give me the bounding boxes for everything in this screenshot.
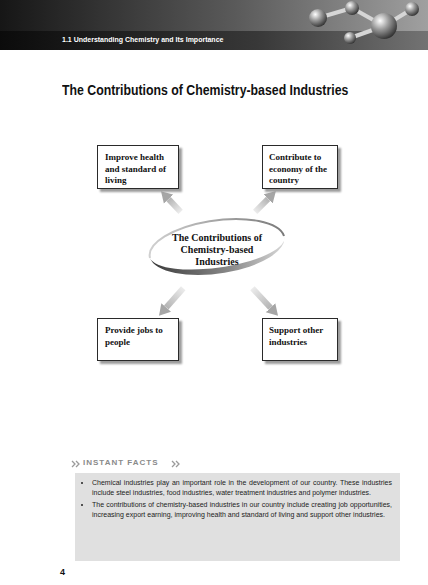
connector-arrow bbox=[252, 288, 270, 308]
page-number: 4 bbox=[60, 567, 65, 578]
process-box: Support other industries bbox=[262, 318, 338, 361]
facts-box: INSTANT FACTSChemical industries play an… bbox=[75, 473, 400, 561]
node-text: Improve health and standard of living bbox=[105, 152, 173, 187]
header-band bbox=[0, 0, 428, 50]
process-box: Improve health and standard of living bbox=[97, 145, 179, 189]
process-box: Contribute to economy of the country bbox=[262, 145, 338, 189]
molecule-illustration bbox=[309, 1, 419, 44]
node-text: Contribute to economy of the country bbox=[269, 152, 327, 187]
central-topic: The Contributions of Chemistry-based Ind… bbox=[146, 214, 288, 286]
fact-item: The contributions of chemistry-based ind… bbox=[92, 500, 392, 520]
page-title: The Contributions of Chemistry-based Ind… bbox=[62, 81, 348, 99]
facts-list: Chemical industries play an important ro… bbox=[79, 478, 392, 520]
section-heading: 1.1 Understanding Chemistry and Its Impo… bbox=[62, 35, 223, 44]
node-text: Support other industries bbox=[269, 325, 331, 348]
process-box: Provide jobs to people bbox=[97, 318, 179, 361]
node-text: The Contributions of Chemistry-based Ind… bbox=[170, 232, 264, 268]
connector-arrow bbox=[169, 199, 181, 212]
connector-arrow bbox=[255, 199, 268, 212]
node-text: Provide jobs to people bbox=[105, 325, 165, 348]
facts-heading: INSTANT FACTS bbox=[83, 458, 159, 468]
fact-item: Chemical industries play an important ro… bbox=[92, 478, 392, 498]
connector-arrow bbox=[166, 288, 183, 307]
